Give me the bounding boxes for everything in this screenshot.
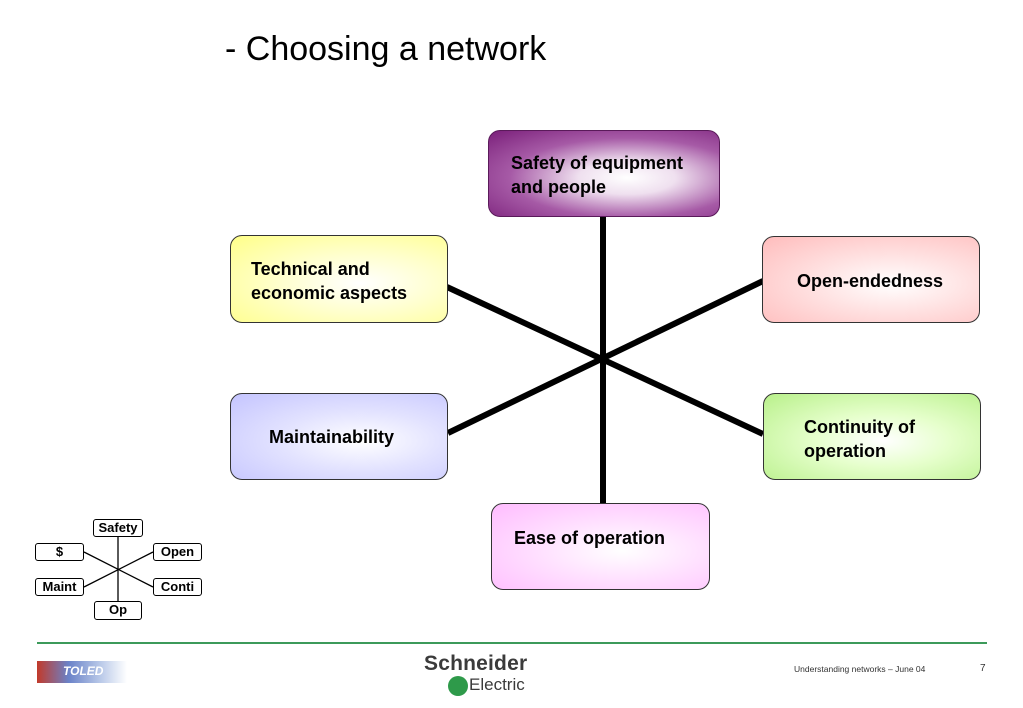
node-maintainability: Maintainability [230, 393, 448, 480]
node-technical-label: Technical and economic aspects [251, 259, 408, 303]
node-safety-label: Safety of equipment and people [511, 153, 684, 197]
brand-name-top: Schneider [424, 652, 528, 675]
mini-node-op: Op [94, 601, 142, 620]
mini-node-open: Open [153, 543, 202, 561]
mini-spoke-maint-open [83, 551, 154, 588]
mini-node-safety: Safety [93, 519, 143, 537]
mini-node-maint: Maint [35, 578, 84, 596]
brand-leaf-icon [448, 676, 468, 696]
brand-name-bottom: Electric [469, 675, 525, 694]
spoke-maintainability-open [446, 278, 765, 436]
node-continuity-label: Continuity of operation [804, 417, 915, 461]
footer-divider [37, 642, 987, 644]
toled-logo-text: TOLED [63, 664, 104, 678]
node-technical-economic: Technical and economic aspects [230, 235, 448, 323]
slide-title: - Choosing a network [225, 30, 547, 68]
node-ease-label: Ease of operation [514, 528, 666, 548]
node-maintainability-label: Maintainability [269, 427, 395, 447]
node-open-label: Open-endedness [797, 271, 944, 291]
node-safety: Safety of equipment and people [488, 130, 720, 217]
node-continuity: Continuity of operation [763, 393, 981, 480]
mini-node-dollar: $ [35, 543, 84, 561]
schneider-electric-logo: Schneider Electric [424, 652, 544, 698]
toled-logo: TOLED [37, 661, 127, 683]
footer-caption: Understanding networks – June 04 [794, 664, 926, 674]
page-number: 7 [980, 663, 986, 674]
node-ease-of-operation: Ease of operation [491, 503, 710, 590]
mini-node-conti: Conti [153, 578, 202, 596]
node-open-endedness: Open-endedness [762, 236, 980, 323]
